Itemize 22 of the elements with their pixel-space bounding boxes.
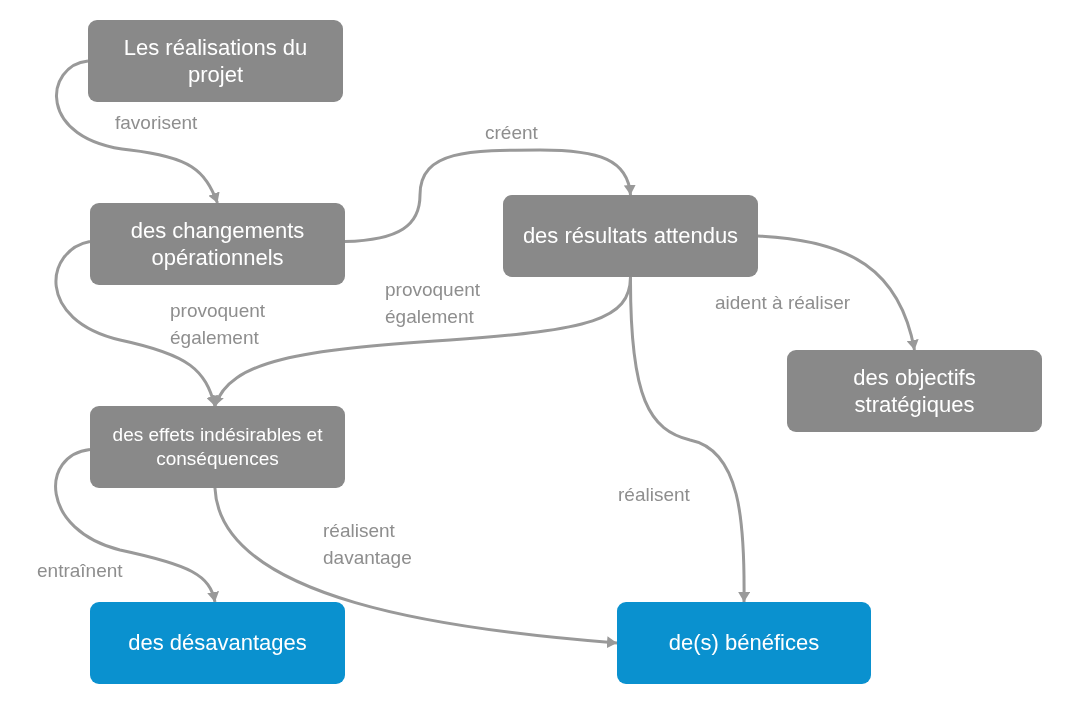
concept-box: de(s) bénéfices xyxy=(617,602,871,684)
concept-box: des effets indésirables et conséquences xyxy=(90,406,345,488)
edge-label: favorisent xyxy=(115,111,198,135)
concept-box: des désavantages xyxy=(90,602,345,684)
edge-label: réalisent davantage xyxy=(323,519,413,570)
curved-arrow xyxy=(54,240,218,407)
concept-box: Les réalisations du projet xyxy=(88,20,343,102)
concept-box: des résultats attendus xyxy=(503,195,758,277)
edge-label: aident à réaliser xyxy=(715,291,851,315)
curved-arrow xyxy=(629,277,751,602)
edge-label: provoquent également xyxy=(385,278,482,329)
concept-box: des objectifs stratégiques xyxy=(787,350,1042,432)
curved-arrow xyxy=(54,448,219,603)
edge-label: provoquent également xyxy=(170,299,267,350)
curved-arrow xyxy=(344,148,636,244)
edge-label: entraînent xyxy=(37,559,123,583)
edge-label: créent xyxy=(485,121,538,145)
edge-label: réalisent xyxy=(618,483,690,507)
curved-arrow xyxy=(55,59,220,204)
curved-arrow xyxy=(757,234,919,351)
curved-arrow xyxy=(213,487,618,649)
concept-box: des changements opérationnels xyxy=(90,203,345,285)
